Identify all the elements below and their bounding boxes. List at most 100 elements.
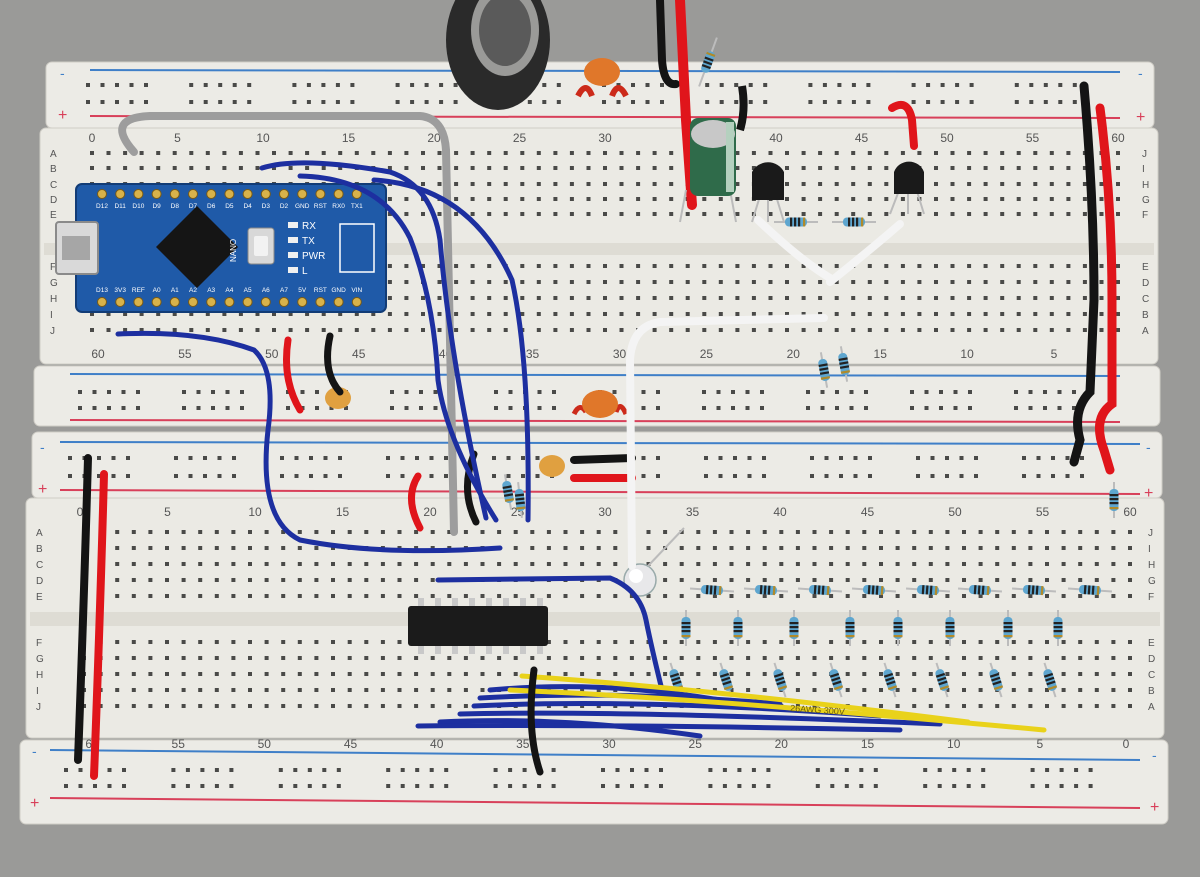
nano-pin-label: A1 [171,287,179,294]
breadboard-hole [641,406,646,410]
breadboard-hole [107,784,112,788]
row-letter: H [50,294,57,305]
breadboard-hole [586,182,591,186]
breadboard-hole [702,197,707,201]
breadboard-hole [866,100,871,104]
breadboard-hole [380,656,385,660]
breadboard-hole [172,328,177,332]
breadboard-hole [763,83,768,87]
breadboard-hole [917,151,922,155]
breadboard-hole [586,151,591,155]
breadboard-hole [895,672,900,676]
breadboard-hole [214,656,219,660]
column-number: 0 [89,131,96,145]
breadboard-hole [967,328,972,332]
breadboard-hole [718,456,723,460]
breadboard-hole [818,151,823,155]
breadboard-hole [203,100,208,104]
breadboard-hole [454,212,459,216]
breadboard-hole [917,264,922,268]
breadboard-hole [569,151,574,155]
breadboard-hole [437,328,442,332]
breadboard-hole [205,151,210,155]
breadboard-hole [1128,594,1132,598]
breadboard-hole [387,328,392,332]
breadboard-hole [928,578,933,582]
breadboard-hole [297,594,302,598]
breadboard-hole [884,264,889,268]
breadboard-hole [603,328,607,332]
breadboard-hole [111,456,116,460]
breadboard-hole [1099,212,1104,216]
breadboard-hole [1094,704,1099,708]
breadboard-hole [165,546,169,550]
breadboard-hole [527,100,532,104]
breadboard-hole [978,672,983,676]
breadboard-hole [785,280,789,284]
breadboard-hole [1128,656,1132,660]
breadboard-hole [240,406,244,410]
rail-minus-sign: - [1138,65,1143,81]
breadboard-hole [530,562,535,566]
breadboard-hole [106,328,111,332]
breadboard-hole [795,578,800,582]
breadboard-hole [862,578,867,582]
breadboard-hole [371,312,376,316]
breadboard-hole [962,530,966,534]
breadboard-hole [281,546,286,550]
breadboard-hole [712,562,717,566]
breadboard-hole [945,640,950,644]
breadboard-hole [470,182,475,186]
breadboard-hole [553,280,558,284]
breadboard-hole [705,100,710,104]
breadboard-hole [663,578,668,582]
breadboard-hole [619,328,624,332]
breadboard-hole [820,406,825,410]
breadboard-hole [630,768,634,772]
breadboard-hole [603,280,607,284]
breadboard-hole [1099,312,1104,316]
column-number: 40 [430,737,444,751]
breadboard-hole [248,672,252,676]
breadboard-hole [1028,390,1033,394]
breadboard-hole [962,562,966,566]
breadboard-hole [895,578,900,582]
breadboard-hole [255,328,260,332]
row-letter: A [36,528,43,539]
breadboard-hole [535,474,540,478]
breadboard-hole [968,390,972,394]
breadboard-hole [203,474,207,478]
breadboard-hole [962,672,966,676]
breadboard-hole [521,456,525,460]
row-letter: F [1142,210,1148,221]
breadboard-hole [331,704,335,708]
breadboard-hole [1030,768,1035,772]
breadboard-hole [900,312,905,316]
breadboard-hole [553,182,558,186]
breadboard-hole [214,688,219,692]
breadboard-hole [115,672,120,676]
wire-red-short [408,472,424,532]
breadboard-hole [968,406,972,410]
row-letter: B [1142,310,1149,321]
breadboard-hole [86,83,90,87]
rail-minus-sign: - [32,743,37,759]
breadboard-hole [535,456,540,460]
breadboard-hole [198,546,203,550]
breadboard-hole [1028,546,1033,550]
breadboard-hole [580,640,585,644]
breadboard-hole [404,406,409,410]
breadboard-hole [232,456,236,460]
breadboard-hole [923,784,928,788]
resistor [502,474,515,510]
breadboard-hole [387,280,392,284]
breadboard-hole [645,83,650,87]
breadboard-hole [779,594,784,598]
breadboard-hole [712,578,717,582]
breadboard-hole [950,280,955,284]
breadboard-hole [1000,264,1005,268]
nano-pin [279,297,289,307]
breadboard-hole [785,197,789,201]
